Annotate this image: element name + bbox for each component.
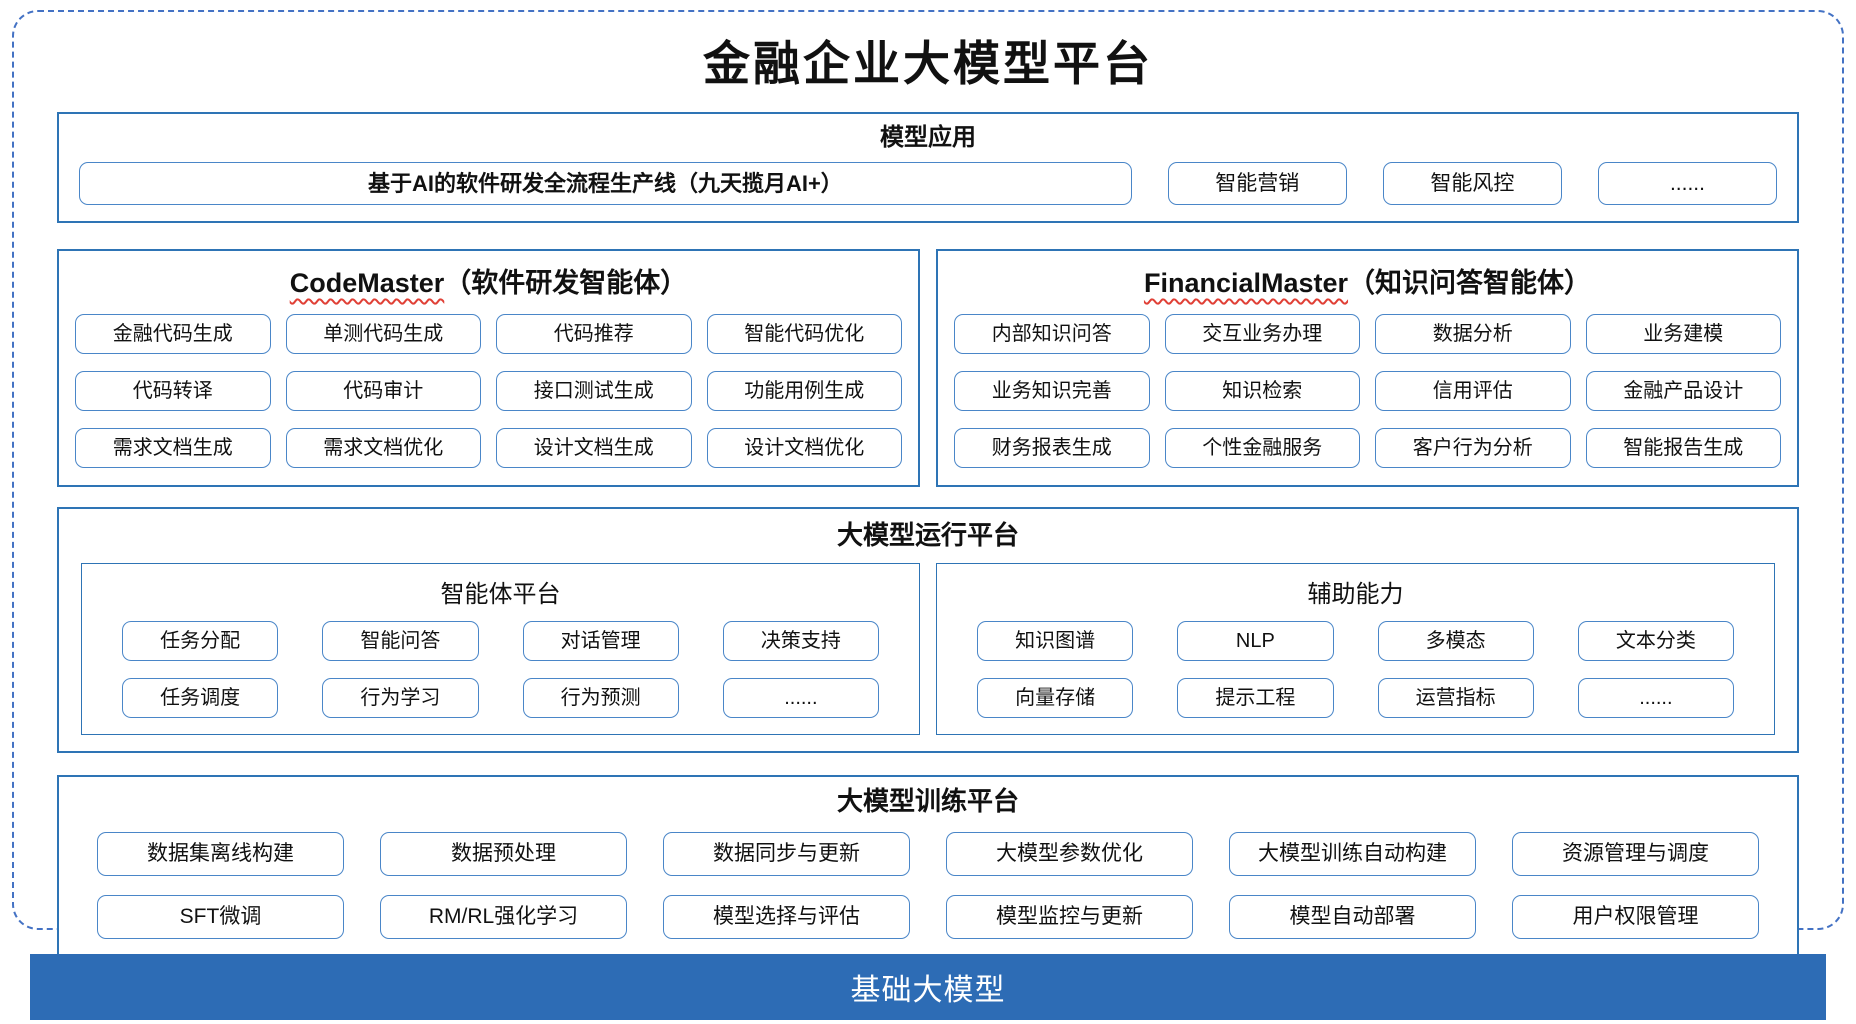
codemaster-item-10: 需求文档优化 [285,428,481,469]
aux-ability-item-8: ...... [1577,678,1734,719]
training-item-6: 资源管理与调度 [1512,831,1759,876]
aux-ability-item-4: 文本分类 [1577,621,1734,662]
financialmaster-item-1: 内部知识问答 [954,314,1150,355]
agent-platform-grid: 任务分配 智能问答 对话管理 决策支持 任务调度 行为学习 行为预测 .....… [112,621,889,719]
financialmaster-header: FinancialMaster（知识问答智能体） [954,261,1781,300]
aux-ability-item-7: 运营指标 [1377,678,1534,719]
codemaster-item-8: 功能用例生成 [706,371,902,412]
financialmaster-item-7: 信用评估 [1375,371,1571,412]
agent-platform-item-8: ...... [722,678,879,719]
training-item-3: 数据同步与更新 [663,831,910,876]
aux-ability-grid: 知识图谱 NLP 多模态 文本分类 向量存储 提示工程 运营指标 ...... [967,621,1744,719]
section-financialmaster: FinancialMaster（知识问答智能体） 内部知识问答 交互业务办理 数… [936,249,1799,488]
financialmaster-item-8: 金融产品设计 [1585,371,1781,412]
training-item-2: 数据预处理 [380,831,627,876]
section-runtime-platform: 大模型运行平台 智能体平台 任务分配 智能问答 对话管理 决策支持 任务调度 行… [57,507,1799,754]
model-applications-header: 模型应用 [880,124,976,152]
financialmaster-item-11: 客户行为分析 [1375,428,1571,469]
codemaster-header: CodeMaster（软件研发智能体） [75,261,902,300]
app-item-ellipsis: ...... [1597,162,1777,206]
financialmaster-item-12: 智能报告生成 [1585,428,1781,469]
financialmaster-item-10: 个性金融服务 [1164,428,1360,469]
codemaster-grid: 金融代码生成 单测代码生成 代码推荐 智能代码优化 代码转译 代码审计 接口测试… [75,314,902,469]
aux-ability-item-6: 提示工程 [1177,678,1334,719]
model-applications-row: 基于AI的软件研发全流程生产线（九天揽月AI+） 智能营销 智能风控 .....… [79,162,1777,206]
financialmaster-item-4: 业务建模 [1585,314,1781,355]
training-item-11: 模型自动部署 [1229,894,1476,939]
app-item-smart-marketing: 智能营销 [1167,162,1347,206]
codemaster-item-5: 代码转译 [75,371,271,412]
financialmaster-suffix: （知识问答智能体） [1348,268,1592,299]
agent-platform-item-7: 行为预测 [522,678,679,719]
training-item-9: 模型选择与评估 [663,894,910,939]
app-item-smart-risk-control: 智能风控 [1382,162,1562,206]
codemaster-suffix: （软件研发智能体） [444,268,688,299]
training-item-10: 模型监控与更新 [946,894,1193,939]
subsection-aux-ability: 辅助能力 知识图谱 NLP 多模态 文本分类 向量存储 提示工程 运营指标 ..… [936,563,1775,736]
aux-ability-header: 辅助能力 [1307,581,1404,609]
codemaster-item-3: 代码推荐 [496,314,692,355]
agent-platform-header: 智能体平台 [440,581,561,609]
app-item-ai-pipeline: 基于AI的软件研发全流程生产线（九天揽月AI+） [79,162,1132,206]
training-item-8: RM/RL强化学习 [380,894,627,939]
aux-ability-item-2: NLP [1177,621,1334,662]
training-item-4: 大模型参数优化 [946,831,1193,876]
financialmaster-item-9: 财务报表生成 [954,428,1150,469]
agent-platform-item-4: 决策支持 [722,621,879,662]
financialmaster-item-3: 数据分析 [1375,314,1571,355]
section-model-applications: 模型应用 基于AI的软件研发全流程生产线（九天揽月AI+） 智能营销 智能风控 … [57,112,1799,224]
runtime-row: 智能体平台 任务分配 智能问答 对话管理 决策支持 任务调度 行为学习 行为预测… [81,563,1775,736]
training-grid: 数据集离线构建 数据预处理 数据同步与更新 大模型参数优化 大模型训练自动构建 … [91,831,1765,939]
financialmaster-grid: 内部知识问答 交互业务办理 数据分析 业务建模 业务知识完善 知识检索 信用评估… [954,314,1781,469]
financialmaster-item-5: 业务知识完善 [954,371,1150,412]
agent-platform-item-5: 任务调度 [122,678,279,719]
agents-row: CodeMaster（软件研发智能体） 金融代码生成 单测代码生成 代码推荐 智… [57,249,1799,488]
runtime-platform-header: 大模型运行平台 [836,520,1019,551]
codemaster-item-6: 代码审计 [285,371,481,412]
agent-platform-item-2: 智能问答 [322,621,479,662]
aux-ability-item-5: 向量存储 [977,678,1134,719]
codemaster-item-11: 设计文档生成 [496,428,692,469]
subsection-agent-platform: 智能体平台 任务分配 智能问答 对话管理 决策支持 任务调度 行为学习 行为预测… [81,563,920,736]
training-item-1: 数据集离线构建 [97,831,344,876]
outer-dashed-border: 金融企业大模型平台 模型应用 基于AI的软件研发全流程生产线（九天揽月AI+） … [12,10,1844,961]
aux-ability-item-1: 知识图谱 [977,621,1134,662]
codemaster-name: CodeMaster [289,268,445,299]
base-model-bar: 基础大模型 [30,954,1826,1020]
agent-platform-item-1: 任务分配 [122,621,279,662]
financialmaster-item-2: 交互业务办理 [1164,314,1360,355]
agent-platform-item-3: 对话管理 [522,621,679,662]
financialmaster-name: FinancialMaster [1143,268,1349,299]
codemaster-item-4: 智能代码优化 [706,314,902,355]
codemaster-item-2: 单测代码生成 [285,314,481,355]
codemaster-item-1: 金融代码生成 [75,314,271,355]
codemaster-item-12: 设计文档优化 [706,428,902,469]
base-model-label: 基础大模型 [850,974,1006,1007]
section-codemaster: CodeMaster（软件研发智能体） 金融代码生成 单测代码生成 代码推荐 智… [57,249,920,488]
training-item-5: 大模型训练自动构建 [1229,831,1476,876]
agent-platform-item-6: 行为学习 [322,678,479,719]
codemaster-item-7: 接口测试生成 [496,371,692,412]
section-training-platform: 大模型训练平台 数据集离线构建 数据预处理 数据同步与更新 大模型参数优化 大模… [57,775,1799,961]
page-title: 金融企业大模型平台 [703,37,1153,92]
training-platform-header: 大模型训练平台 [836,786,1019,817]
aux-ability-item-3: 多模态 [1377,621,1534,662]
training-item-7: SFT微调 [97,894,344,939]
training-item-12: 用户权限管理 [1512,894,1759,939]
financialmaster-item-6: 知识检索 [1164,371,1360,412]
codemaster-item-9: 需求文档生成 [75,428,271,469]
